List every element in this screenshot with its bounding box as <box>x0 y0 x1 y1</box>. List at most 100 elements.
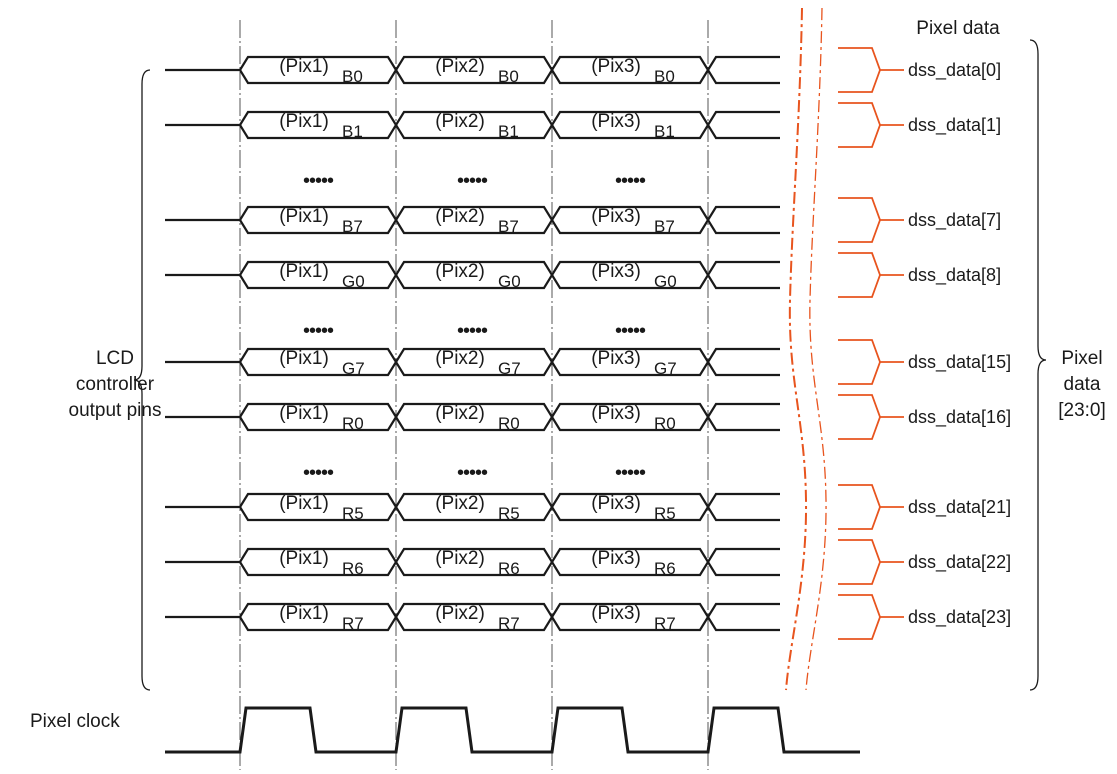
cell-bit-subscript: B7 <box>342 217 363 236</box>
bus-lower-edge <box>239 414 780 432</box>
cell-bit-subscript: B1 <box>654 122 675 141</box>
cell-bit-subscript: R7 <box>654 614 676 633</box>
cell-bit-subscript: G7 <box>342 359 365 378</box>
bus-upper-edge <box>239 402 780 420</box>
cell-label: (Pix1) <box>279 403 329 424</box>
bus-upper-edge <box>239 547 780 565</box>
signal-name: dss_data[8] <box>908 265 1001 286</box>
bus-upper-edge <box>239 110 780 128</box>
signal-bracket <box>838 394 881 440</box>
pixel-clock-waveform <box>165 706 860 754</box>
cell-label: (Pix3) <box>591 56 641 77</box>
cell-bit-subscript: B1 <box>342 122 363 141</box>
cell-bit-subscript: B7 <box>654 217 675 236</box>
ellipsis-dots: ••••• <box>457 462 488 484</box>
signal-bracket <box>838 484 881 530</box>
ellipsis-dots: ••••• <box>457 320 488 342</box>
bus-lower-edge <box>239 122 780 140</box>
cell-label: (Pix1) <box>279 603 329 624</box>
cell-bit-subscript: B1 <box>498 122 519 141</box>
cell-bit-subscript: G0 <box>342 272 365 291</box>
ellipsis-row: ••••••••••••••• <box>303 462 647 484</box>
right-label-line-2: data <box>1064 374 1101 395</box>
cell-bit-subscript: G7 <box>498 359 521 378</box>
cell-label: (Pix1) <box>279 261 329 282</box>
bus-upper-edge <box>239 55 780 73</box>
cell-bit-subscript: R0 <box>342 414 364 433</box>
left-label-line-3: output pins <box>69 400 162 421</box>
bus-upper-edge <box>239 260 780 278</box>
right-label-line-3: [23:0] <box>1058 400 1106 421</box>
cell-label: (Pix2) <box>435 206 485 227</box>
cell-bit-subscript: B0 <box>342 67 363 86</box>
cell-bit-subscript: G7 <box>654 359 677 378</box>
cell-label: (Pix1) <box>279 548 329 569</box>
cell-label: (Pix2) <box>435 111 485 132</box>
cell-label: (Pix2) <box>435 403 485 424</box>
cell-label: (Pix2) <box>435 548 485 569</box>
left-label-line-2: controller <box>76 374 155 395</box>
cell-bit-subscript: B0 <box>654 67 675 86</box>
cell-label: (Pix2) <box>435 603 485 624</box>
signal-bracket <box>838 197 881 243</box>
cell-bit-subscript: R0 <box>498 414 520 433</box>
cell-bit-subscript: R5 <box>654 504 676 523</box>
left-brace <box>133 69 151 691</box>
pixel-clock-label: Pixel clock <box>30 711 120 732</box>
signal-bracket <box>838 47 881 93</box>
signal-bracket <box>838 594 881 640</box>
cell-label: (Pix2) <box>435 261 485 282</box>
signal-name: dss_data[22] <box>908 552 1011 573</box>
left-label-line-1: LCD <box>96 348 134 369</box>
cell-bit-subscript: R7 <box>498 614 520 633</box>
bus-upper-edge <box>239 602 780 620</box>
cell-bit-subscript: R6 <box>654 559 676 578</box>
bus-upper-edge <box>239 492 780 510</box>
bus-lower-edge <box>239 359 780 377</box>
signal-bracket <box>838 339 881 385</box>
ellipsis-dots: ••••• <box>303 462 334 484</box>
cell-bit-subscript: R5 <box>498 504 520 523</box>
cell-label: (Pix1) <box>279 56 329 77</box>
cell-bit-subscript: R7 <box>342 614 364 633</box>
ellipsis-row: ••••••••••••••• <box>303 170 647 192</box>
cell-bit-subscript: B7 <box>498 217 519 236</box>
bus-lower-edge <box>239 272 780 290</box>
cell-label: (Pix1) <box>279 206 329 227</box>
bus-lower-edge <box>239 559 780 577</box>
left-group-label: LCD controller output pins <box>69 348 162 421</box>
ellipsis-dots: ••••• <box>615 170 646 192</box>
cell-label: (Pix3) <box>591 348 641 369</box>
cell-label: (Pix1) <box>279 111 329 132</box>
right-label-line-1: Pixel <box>1061 348 1102 369</box>
cell-label: (Pix3) <box>591 403 641 424</box>
cell-bit-subscript: G0 <box>498 272 521 291</box>
cell-label: (Pix3) <box>591 548 641 569</box>
ellipsis-dots: ••••• <box>457 170 488 192</box>
signal-bracket <box>838 102 881 148</box>
cell-label: (Pix2) <box>435 493 485 514</box>
cell-bit-subscript: R6 <box>498 559 520 578</box>
signal-name: dss_data[23] <box>908 607 1011 628</box>
signal-name: dss_data[0] <box>908 60 1001 81</box>
clock-waveform-path <box>165 706 860 754</box>
ellipsis-dots: ••••• <box>303 320 334 342</box>
cell-bit-subscript: R6 <box>342 559 364 578</box>
cell-label: (Pix3) <box>591 493 641 514</box>
signal-name: dss_data[7] <box>908 210 1001 231</box>
cell-label: (Pix1) <box>279 348 329 369</box>
cell-label: (Pix2) <box>435 348 485 369</box>
pixel-data-title: Pixel data <box>916 18 1000 39</box>
bus-lower-edge <box>239 504 780 522</box>
signal-name: dss_data[21] <box>908 497 1011 518</box>
bus-lower-edge <box>239 614 780 632</box>
